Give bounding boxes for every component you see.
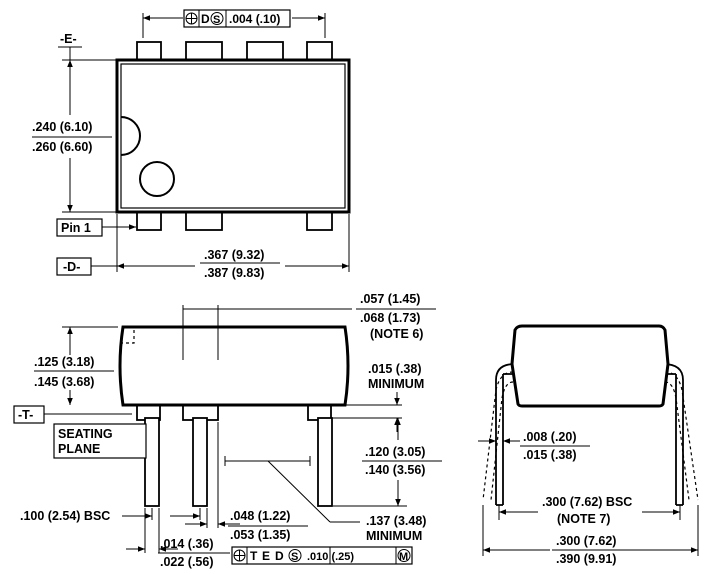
datum-t-label: -T- (18, 408, 33, 422)
pitch-label: .100 (2.54) BSC (20, 509, 110, 523)
length-max-label: .387 (9.83) (204, 266, 264, 280)
standoff-value-label: .015 (.38) (368, 362, 422, 376)
row-note-label: (NOTE 7) (557, 512, 610, 526)
shoulder-min-label: .057 (1.45) (360, 292, 420, 306)
side-view: .057 (1.45) .068 (1.73) (NOTE 6) .125 (3… (13, 292, 442, 569)
side-lead-tip-3 (317, 417, 333, 507)
fcf-top-value: .004 (.10) (229, 12, 280, 26)
fcf-datum-d: D (201, 12, 210, 26)
end-lead-right (662, 363, 684, 506)
side-lead-tip-2 (192, 417, 208, 507)
height-max-label: .145 (3.68) (34, 375, 94, 389)
rfs-symbol-icon (288, 549, 302, 562)
lead-length-max-label: .140 (3.56) (365, 463, 425, 477)
tip-note-label: MINIMUM (366, 529, 422, 543)
top-body-inner (120, 63, 346, 209)
end-lead-left (495, 363, 516, 506)
side-body (118, 325, 350, 407)
width-min-label: .240 (6.10) (32, 120, 92, 134)
fcf-rfs-s: S (291, 551, 298, 563)
side-lead-tip-1 (144, 417, 160, 507)
tip-value-label: .137 (3.48) (366, 514, 426, 528)
end-thick-max-label: .015 (.38) (523, 448, 577, 462)
span-max-label: .390 (9.91) (556, 552, 616, 566)
length-min-label: .367 (9.32) (204, 248, 264, 262)
standoff-note-label: MINIMUM (368, 377, 424, 391)
height-min-label: .125 (3.18) (34, 355, 94, 369)
pin1-dot (139, 161, 175, 197)
fcf-datum-t: T (250, 549, 258, 563)
end-view: .008 (.20) .015 (.38) .300 (7.62) BSC (N… (478, 324, 699, 566)
lead-width-min-label: .048 (1.22) (230, 509, 290, 523)
pin1-callout: Pin 1 (56, 218, 136, 237)
shoulder-note-label: (NOTE 6) (370, 327, 423, 341)
lead-length-min-label: .120 (3.05) (365, 445, 425, 459)
span-min-label: .300 (7.62) (556, 534, 616, 548)
datum-d-label: -D- (63, 260, 80, 274)
pin1-label: Pin 1 (61, 221, 91, 235)
fcf-datum-e: E (262, 549, 270, 563)
fcf-rfs-s: S (213, 14, 220, 26)
rfs-symbol-icon (210, 12, 224, 25)
top-view: D S .004 (.10) -E- .240 (6.10) .260 (6.6… (32, 9, 351, 280)
fcf-mmc-m: M (399, 551, 408, 563)
shoulder-max-label: .068 (1.73) (360, 311, 420, 325)
top-position-tolerance-frame: D S .004 (.10) (183, 9, 291, 28)
bottom-position-tolerance-frame: T E D S .010 (.25) M (231, 546, 413, 565)
row-spacing-label: .300 (7.62) BSC (542, 495, 632, 509)
fcf-bottom-value: .010 (.25) (307, 551, 354, 563)
fcf-datum-d: D (275, 549, 284, 563)
seating-plane-line1: SEATING (58, 427, 113, 441)
datum-e-label: -E- (60, 32, 77, 46)
pin1-notch (120, 116, 141, 156)
width-max-label: .260 (6.60) (32, 140, 92, 154)
seating-plane-callout: SEATING PLANE (53, 423, 147, 459)
seating-plane-line2: PLANE (58, 442, 100, 456)
lead-thick-max-label: .022 (.56) (160, 555, 214, 569)
lead-thick-min-label: .014 (.36) (160, 537, 214, 551)
mmc-symbol-icon (397, 549, 411, 562)
lead-width-max-label: .053 (1.35) (230, 528, 290, 542)
end-thick-min-label: .008 (.20) (523, 430, 577, 444)
end-body (510, 324, 670, 408)
